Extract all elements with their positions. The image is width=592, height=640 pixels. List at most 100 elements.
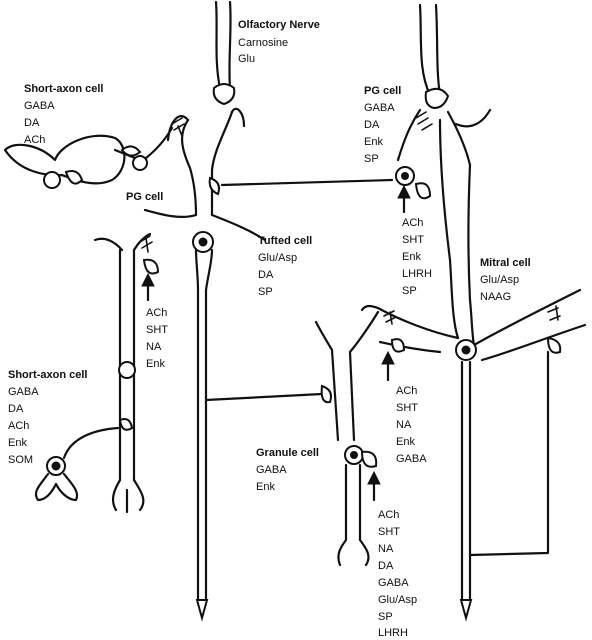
tufted-cell-title: Tufted cell [258, 235, 312, 247]
tufted-cell-axon [196, 288, 208, 602]
mid-inputs-item-1: SHT [396, 402, 418, 414]
olfactory-nerve-item-0: Carnosine [238, 37, 288, 49]
pg-inputs-item-0: ACh [402, 217, 423, 229]
granule-inputs-item-3: DA [378, 560, 394, 572]
mitral-cell-tuft [396, 108, 492, 167]
olfactory-nerve-terminal-right [424, 87, 450, 110]
tufted-cell-dendrite [181, 118, 198, 217]
left-pg-dendrite [93, 232, 152, 482]
pg-left-horizontal-terminal [208, 176, 220, 196]
label-granule-inputs: ACh SHT NA DA GABA Glu/Asp SP LHRH [378, 509, 417, 639]
label-pg-inputs: ACh SHT Enk LHRH SP [402, 217, 432, 297]
mitral-cell-item-1: NAAG [480, 291, 511, 303]
mitral-cell-left-branch [376, 306, 460, 354]
granule-inputs-item-1: SHT [378, 526, 400, 538]
mitral-cell-right-branch [472, 288, 587, 362]
granule-cell-item-1: Enk [256, 481, 275, 493]
short-axon-top-body [3, 134, 126, 185]
pg-cell-right-item-0: GABA [364, 102, 395, 114]
mitral-cell-axon-terminal [459, 599, 473, 622]
mitral-collateral [468, 350, 550, 557]
olfactory-nerve-axon-left [214, 0, 222, 90]
mitral-cell-item-0: Glu/Asp [480, 274, 519, 286]
short-axon-bottom-nucleus [51, 461, 61, 471]
short-axon-top-terminal [64, 170, 84, 185]
short-axon-bottom-axon [62, 426, 120, 460]
granule-inputs-item-7: LHRH [378, 627, 408, 639]
granule-terminal [360, 450, 378, 468]
left-pg-synapse-marks [139, 235, 153, 253]
mid-inputs-item-4: GABA [396, 453, 427, 465]
mitral-cell-nucleus [461, 345, 471, 355]
pg-inputs-item-1: SHT [402, 234, 424, 246]
olfactory-nerve-title: Olfactory Nerve [238, 19, 320, 31]
mitral-right-synapse-marks [547, 305, 561, 321]
granule-cell-lower-dendrites [337, 463, 370, 567]
mid-inputs-item-0: ACh [396, 385, 417, 397]
short-axon-bottom-title: Short-axon cell [8, 369, 87, 381]
mitral-left-branch-end [360, 304, 380, 312]
granule-inputs-item-0: ACh [378, 509, 399, 521]
mid-input-arrowhead [381, 350, 395, 365]
label-mid-inputs: ACh SHT NA Enk GABA [396, 385, 427, 465]
pg-cell-right-item-2: Enk [364, 136, 383, 148]
granule-cell-dendrites [314, 310, 380, 442]
pg-inputs-item-3: LHRH [402, 268, 432, 280]
short-axon-top-item-0: GABA [24, 100, 55, 112]
pg-right-terminal [414, 182, 432, 200]
short-axon-top-bouton-2 [132, 155, 148, 171]
tufted-collateral-terminal [320, 384, 332, 404]
mitral-collateral-terminal [546, 336, 562, 354]
left-inputs-item-1: SHT [146, 324, 168, 336]
short-axon-top-bouton-1 [43, 171, 61, 189]
pg-inputs-item-2: Enk [402, 251, 421, 263]
olfactory-nerve-terminal-left [212, 83, 236, 106]
pg-left-horizontal-axon [220, 178, 394, 187]
short-axon-bottom-item-1: DA [8, 403, 24, 415]
pg-cell-right-title: PG cell [364, 85, 401, 97]
pg-right-arrowhead [397, 184, 411, 199]
mitral-cell-dendrite [438, 118, 476, 347]
label-granule-cell: Granule cell GABA Enk [256, 447, 319, 493]
granule-input-arrowhead [367, 470, 381, 485]
granule-cell-item-0: GABA [256, 464, 287, 476]
granule-inputs-item-4: GABA [378, 577, 409, 589]
left-pg-terminal [142, 258, 160, 275]
left-pg-contact [118, 418, 134, 431]
granule-inputs-item-6: SP [378, 611, 393, 623]
mitral-left-synapse-marks [383, 310, 397, 325]
tufted-cell-branch-top [166, 107, 246, 142]
mitral-cell-axon [460, 360, 472, 602]
tufted-cell-item-1: DA [258, 269, 274, 281]
tufted-cell-item-2: SP [258, 286, 273, 298]
olfactory-nerve-axon-left-2 [228, 0, 232, 90]
label-short-axon-bottom: Short-axon cell GABA DA ACh Enk SOM [8, 369, 87, 466]
left-input-arrowhead [141, 272, 155, 287]
short-axon-top-title: Short-axon cell [24, 83, 103, 95]
granule-cell-title: Granule cell [256, 447, 319, 459]
pg-inputs-item-4: SP [402, 285, 417, 297]
pg-cell-right-item-3: SP [364, 153, 379, 165]
mid-inputs-item-3: Enk [396, 436, 415, 448]
short-axon-bottom-item-3: Enk [8, 437, 27, 449]
tufted-cell-nucleus [198, 237, 208, 247]
short-axon-bottom-item-2: ACh [8, 420, 29, 432]
short-axon-top-item-2: ACh [24, 134, 45, 146]
short-axon-bottom-dendrites [34, 472, 79, 502]
granule-cell-nucleus [350, 451, 358, 459]
label-left-inputs: ACh SHT NA Enk [146, 307, 168, 370]
left-pg-bottom-fork [111, 478, 145, 514]
mid-inputs-item-2: NA [396, 419, 412, 431]
tufted-collateral [204, 392, 324, 402]
tufted-cell-item-0: Glu/Asp [258, 252, 297, 264]
olfactory-nerve-item-1: Glu [238, 53, 255, 65]
tufted-cell-arms [143, 208, 267, 292]
pg-left-link [144, 126, 174, 160]
short-axon-bottom-item-0: GABA [8, 386, 39, 398]
label-mitral-cell: Mitral cell Glu/Asp NAAG [480, 257, 531, 303]
granule-inputs-item-5: Glu/Asp [378, 594, 417, 606]
left-inputs-item-0: ACh [146, 307, 167, 319]
mitral-left-terminal [390, 338, 406, 353]
pg-cell-right-item-1: DA [364, 119, 380, 131]
